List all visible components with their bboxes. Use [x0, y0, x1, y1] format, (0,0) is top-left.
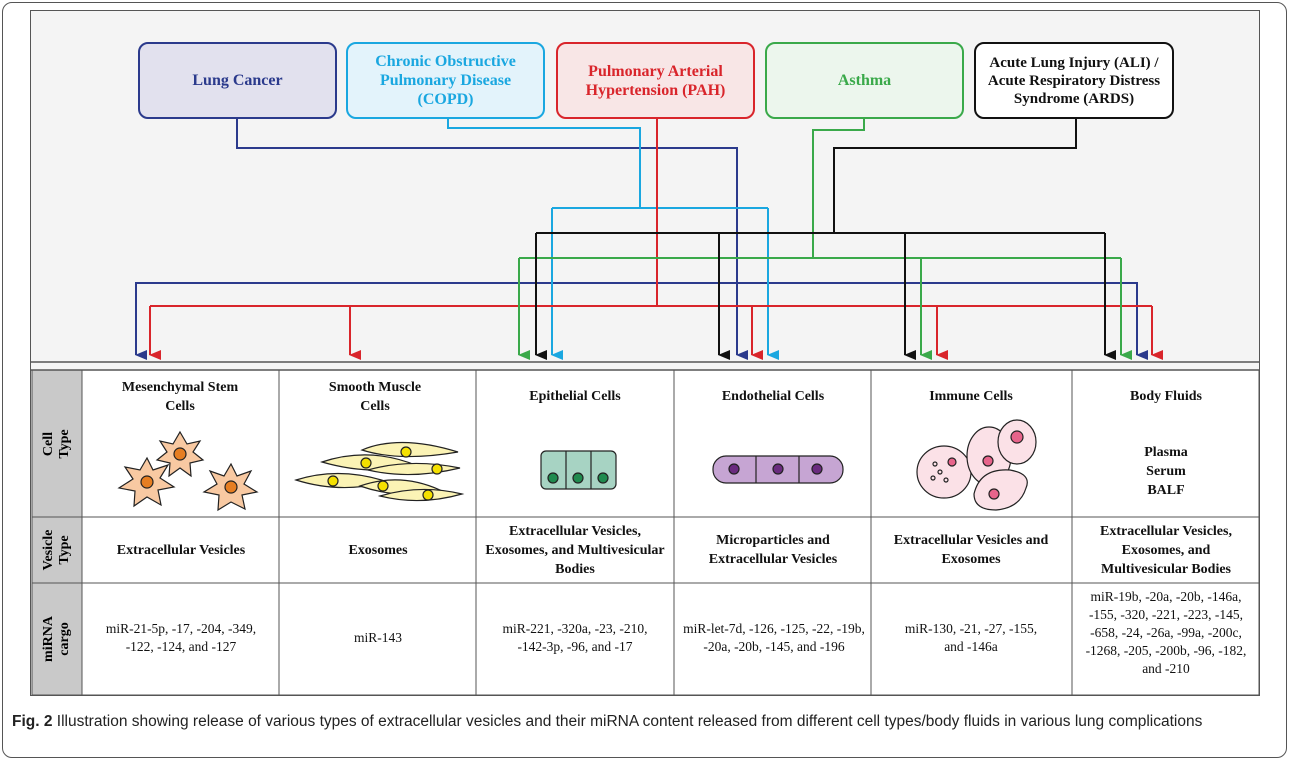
vesicle-type-cell: Exosomes — [348, 543, 408, 558]
column-header: Body Fluids — [1130, 389, 1202, 404]
disease-box-asthma: Asthma — [765, 42, 964, 119]
caption-label: Fig. 2 — [12, 713, 53, 730]
mirna-cargo-cell: miR-let-7d, -126, -125, -22, -19b, -20a,… — [683, 621, 865, 654]
pah-connectors — [149, 118, 1163, 360]
body-fluid-item: Plasma — [1144, 445, 1188, 460]
column-header: Endothelial Cells — [721, 389, 825, 404]
mirna-cargo-cell: miR-130, -21, -27, -155, and -146a — [904, 621, 1038, 654]
row-label-mirna-cargo: miRNA cargo — [41, 616, 72, 662]
mirna-cargo-cell: miR-143 — [353, 630, 402, 645]
smooth-muscle-cell-icon — [294, 441, 465, 502]
disease-box-copd: Chronic Obstructive Pulmonary Disease (C… — [346, 42, 545, 119]
body-fluid-item: Serum — [1146, 464, 1186, 479]
disease-box-pah: Pulmonary Arterial Hypertension (PAH) — [556, 42, 755, 119]
disease-box-ali-ards: Acute Lung Injury (ALI) / Acute Respirat… — [974, 42, 1174, 119]
body-fluid-item: BALF — [1147, 483, 1185, 498]
mirna-cargo-cell: miR-221, -320a, -23, -210, -142-3p, -96,… — [502, 621, 648, 654]
vesicle-type-cell: Extracellular Vesicles and Exosomes — [893, 533, 1049, 567]
ali-ards-connectors — [535, 118, 1116, 360]
column-header: Immune Cells — [929, 389, 1013, 404]
mirna-cargo-cell: miR-19b, -20a, -20b, -146a, -155, -320, … — [1085, 589, 1247, 676]
mesenchymal-stem-cell-icon — [117, 430, 259, 512]
asthma-connectors — [518, 118, 1132, 360]
endothelial-cell-icon — [712, 455, 844, 484]
column-header: Mesenchymal Stem Cells — [121, 380, 239, 414]
vesicle-type-cell: Extracellular Vesicles, Exosomes, and Mu… — [1100, 524, 1232, 577]
vesicle-type-cell: Microparticles and Extracellular Vesicle… — [708, 533, 838, 567]
row-label-vesicle-type: Vesicle Type — [41, 529, 72, 571]
vesicle-type-cell: Extracellular Vesicles, Exosomes, and Mu… — [485, 524, 665, 577]
immune-cell-icon — [916, 419, 1037, 511]
row-label-cell-type: Cell Type — [41, 428, 72, 459]
lung-cancer-connectors — [135, 118, 1148, 360]
vesicle-type-cell: Extracellular Vesicles — [116, 543, 246, 558]
mirna-cargo-cell: miR-21-5p, -17, -204, -349, -122, -124, … — [105, 621, 257, 654]
caption-text: Illustration showing release of various … — [56, 713, 1203, 730]
column-header: Epithelial Cells — [529, 389, 621, 404]
disease-box-lung-cancer: Lung Cancer — [138, 42, 337, 119]
epithelial-cell-icon — [540, 450, 617, 490]
figure-caption: Fig. 2 Illustration showing release of v… — [12, 710, 1280, 733]
table-grid — [31, 361, 1260, 696]
column-header: Smooth Muscle Cells — [328, 380, 422, 414]
